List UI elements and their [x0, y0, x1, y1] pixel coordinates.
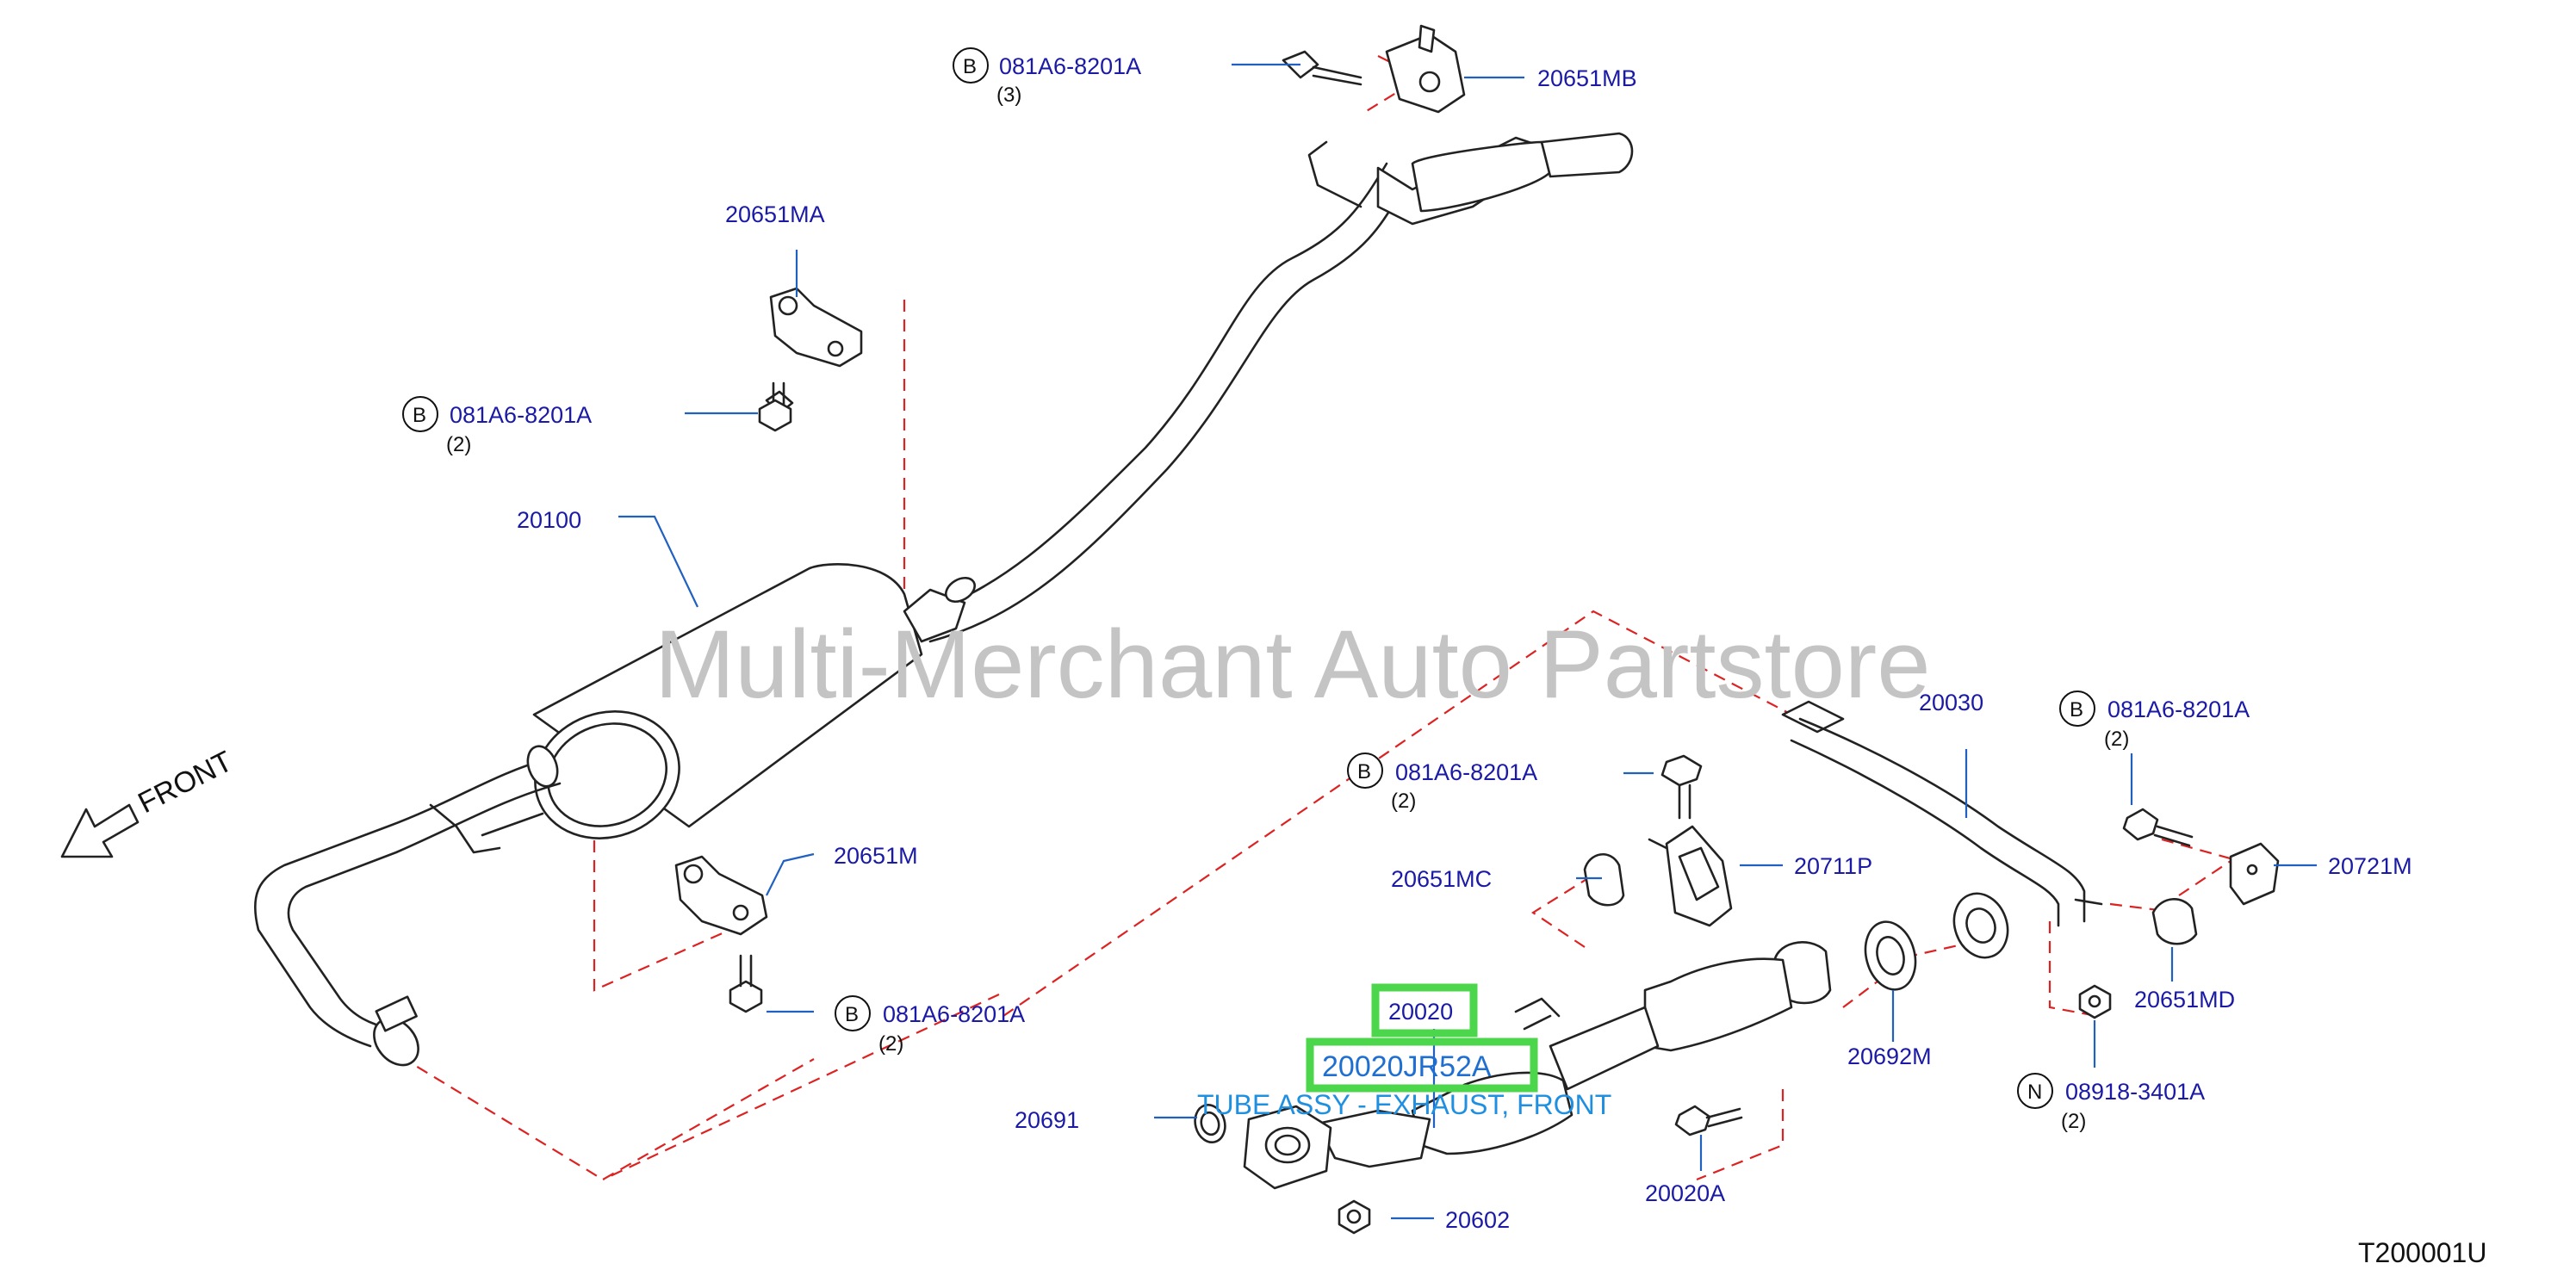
fastener-b-circle [953, 47, 989, 84]
gasket-20692M [1864, 920, 1917, 991]
label-bolt-b-left[interactable]: 081A6-8201A [450, 402, 592, 428]
fastener-b-letter: B [2070, 698, 2083, 722]
hanger-20651M [674, 855, 768, 1013]
guide-lines [382, 55, 2240, 1181]
qty-bottom: (2) [878, 1032, 903, 1056]
fastener-b-circle [402, 396, 438, 432]
label-bolt-b-center[interactable]: 081A6-8201A [1395, 759, 1537, 785]
label-nut-n[interactable]: 08918-3401A [2065, 1079, 2205, 1105]
fastener-n-letter: N [2027, 1081, 2042, 1104]
fastener-b-circle [1347, 752, 1383, 789]
qty-left: (2) [446, 433, 471, 456]
hanger-20651MA [758, 287, 863, 432]
label-20721M[interactable]: 20721M [2328, 853, 2412, 879]
label-20651M[interactable]: 20651M [834, 843, 918, 869]
label-20020A[interactable]: 20020A [1645, 1180, 1725, 1206]
selected-part-number[interactable]: 20020JR52A [1322, 1050, 1492, 1083]
hanger-20651MB [1282, 24, 1466, 114]
fastener-b-letter: B [1357, 760, 1371, 783]
fastener-b-letter: B [413, 404, 426, 427]
fastener-b-letter: B [963, 55, 977, 78]
label-bolt-b-bottom[interactable]: 081A6-8201A [883, 1001, 1025, 1027]
mount-bracket-20711P [1648, 754, 1733, 927]
muffler-assembly [254, 132, 1634, 1067]
watermark: Multi-Merchant Auto Partstore [655, 610, 1930, 718]
insulator-20651MC [1583, 852, 1625, 907]
selected-number-highlight [1371, 983, 1478, 1037]
front-arrow-icon: FRONT [60, 745, 238, 858]
label-20651MB[interactable]: 20651MB [1537, 65, 1637, 91]
selected-description: TUBE ASSY - EXHAUST, FRONT [1197, 1089, 1611, 1120]
label-20651MC[interactable]: 20651MC [1391, 866, 1492, 892]
front-label: FRONT [133, 745, 238, 820]
nut-n [2078, 984, 2112, 1019]
callout-labels: B 081A6-8201A (3) 20651MB 20651MA B 081A… [402, 47, 2412, 1233]
selected-part-callout[interactable]: 20020 20020JR52A TUBE ASSY - EXHAUST, FR… [1197, 983, 1611, 1120]
label-20692M[interactable]: 20692M [1847, 1044, 1932, 1069]
front-tube-assembly [1243, 941, 1832, 1190]
bolt-20020A [1674, 1105, 1743, 1136]
fastener-b-circle [2059, 691, 2095, 727]
label-20651MD[interactable]: 20651MD [2134, 987, 2235, 1013]
fastener-b-letter: B [845, 1003, 859, 1026]
fastener-b-circle [835, 995, 871, 1031]
label-20651MA[interactable]: 20651MA [725, 201, 825, 227]
nut-20602 [1338, 1199, 1371, 1235]
qty-nut: (2) [2061, 1110, 2086, 1133]
gasket-20691 [1194, 1103, 1226, 1144]
label-20030[interactable]: 20030 [1919, 690, 1983, 715]
label-20100[interactable]: 20100 [517, 507, 581, 533]
label-20691[interactable]: 20691 [1015, 1107, 1079, 1133]
label-bolt-b-top[interactable]: 081A6-8201A [999, 53, 1141, 79]
insulator-20651MD [2151, 898, 2198, 945]
center-tube-20030 [1781, 700, 2103, 959]
label-20602[interactable]: 20602 [1445, 1207, 1510, 1233]
label-20711P[interactable]: 20711P [1794, 853, 1872, 879]
qty-top: (3) [996, 84, 1021, 107]
fastener-n-circle [2017, 1073, 2053, 1109]
heat-plate-20721M [2122, 808, 2280, 906]
qty-right: (2) [2104, 728, 2129, 751]
leader-lines [618, 63, 2317, 1220]
diagram-code: T200001U [2358, 1237, 2486, 1268]
label-bolt-b-right[interactable]: 081A6-8201A [2107, 697, 2250, 722]
selected-number[interactable]: 20020 [1388, 999, 1453, 1025]
selected-part-highlight [1306, 1037, 1538, 1093]
qty-center: (2) [1391, 790, 1416, 813]
